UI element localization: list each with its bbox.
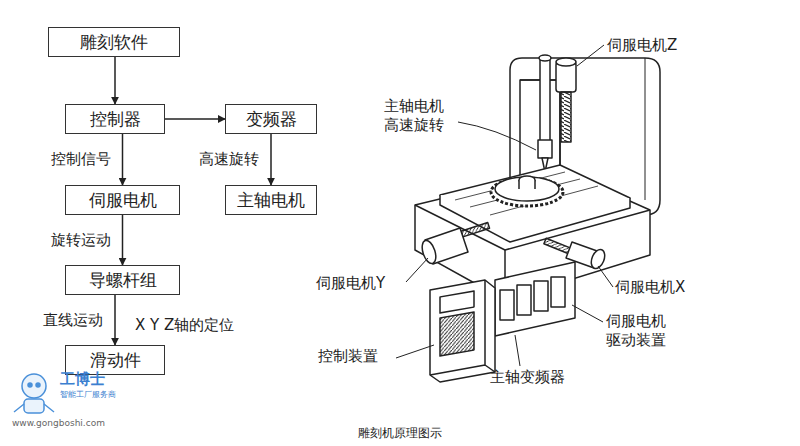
process-box: 伺服电机: [65, 185, 180, 215]
process-box: 变频器: [225, 104, 317, 134]
box-text: 雕刻软件: [80, 31, 148, 54]
part-callout: 伺服电机X: [615, 278, 685, 297]
flow-arrow: [165, 118, 225, 120]
part-callout: 伺服电机Y: [316, 274, 385, 293]
process-box: 主轴电机: [225, 185, 317, 215]
box-text: 变频器: [246, 108, 297, 131]
flow-arrow: [114, 295, 116, 345]
flow-arrow: [122, 134, 124, 185]
axis-note: X Y Z轴的定位: [135, 316, 234, 335]
watermark-text: 工博士: [60, 370, 105, 389]
part-callout: 主轴变频器: [490, 368, 565, 387]
process-box: 导螺杆组: [65, 265, 180, 295]
box-text: 主轴电机: [237, 189, 305, 212]
box-text: 滑动件: [90, 349, 141, 372]
watermark-text: www.gongboshi.com: [12, 418, 105, 429]
edge-label: 旋转运动: [49, 231, 113, 250]
box-text: 导螺杆组: [89, 269, 157, 292]
part-callout: 控制装置: [318, 347, 378, 366]
process-box: 雕刻软件: [48, 27, 180, 57]
figure-caption: 雕刻机原理图示: [358, 426, 442, 441]
flow-arrow: [122, 215, 124, 265]
edge-label: 直线运动: [41, 311, 105, 330]
part-callout: 伺服电机 驱动装置: [606, 312, 678, 350]
edge-label: 控制信号: [49, 150, 113, 169]
process-box: 控制器: [65, 104, 165, 134]
flow-arrow: [114, 57, 116, 104]
edge-label: 高速旋转: [197, 150, 261, 169]
watermark-text: 智能工厂服务商: [60, 390, 116, 400]
box-text: 伺服电机: [89, 189, 157, 212]
part-callout: 伺服电机Z: [607, 36, 677, 55]
part-callout: 主轴电机 高速旋转: [384, 97, 452, 135]
box-text: 控制器: [90, 108, 141, 131]
flow-arrow: [270, 134, 272, 185]
